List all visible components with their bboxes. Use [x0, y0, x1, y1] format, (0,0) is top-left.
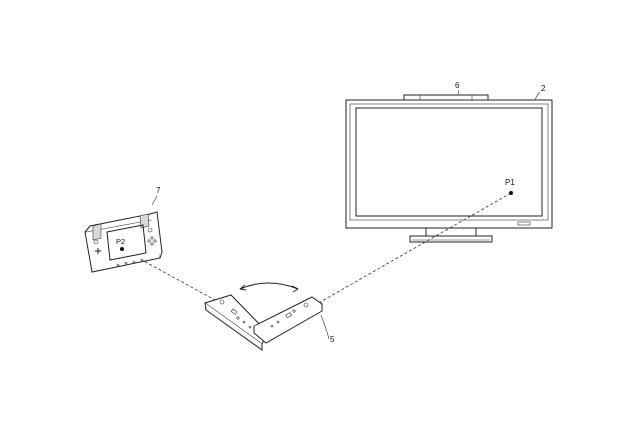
terminal-stand-left	[92, 223, 102, 241]
tv-bezel	[345, 99, 553, 229]
controller-assembly	[203, 282, 323, 351]
point-p2-marker	[120, 247, 124, 251]
terminal-stick-left-icon	[93, 239, 99, 245]
ref-label-sensor-bar: 6	[455, 81, 460, 90]
tv-neck	[425, 227, 477, 237]
sensor-bar-body	[403, 94, 489, 101]
tv-bezel-inner	[349, 103, 549, 221]
leader-tv	[534, 91, 541, 101]
tv-indicator	[517, 221, 531, 226]
terminal-stand-right	[139, 213, 150, 229]
terminal-screen	[106, 224, 147, 261]
leader-controller	[320, 314, 330, 340]
rotation-arrow-icon	[239, 282, 299, 290]
sensor-bar	[403, 94, 489, 101]
terminal-stick-right-icon	[147, 227, 153, 233]
point-p1-label: P1	[505, 178, 515, 187]
ref-label-terminal: 7	[156, 186, 161, 195]
point-p2-label: P2	[116, 237, 125, 246]
ref-label-tv: 2	[541, 84, 546, 93]
leader-terminal	[151, 195, 158, 206]
controller-left-side	[204, 302, 263, 351]
terminal-dpad-icon	[95, 248, 101, 254]
point-p1-marker	[509, 191, 513, 195]
terminal-device	[84, 211, 163, 273]
television	[345, 99, 553, 243]
terminal-side-edge	[149, 211, 163, 259]
controller-right-side	[253, 304, 323, 344]
tv-screen	[355, 107, 543, 217]
terminal-button-icon	[150, 236, 154, 240]
tv-stand-base	[409, 235, 493, 243]
ref-label-controller: 5	[330, 335, 335, 344]
leader-sensor-bar	[456, 89, 460, 96]
